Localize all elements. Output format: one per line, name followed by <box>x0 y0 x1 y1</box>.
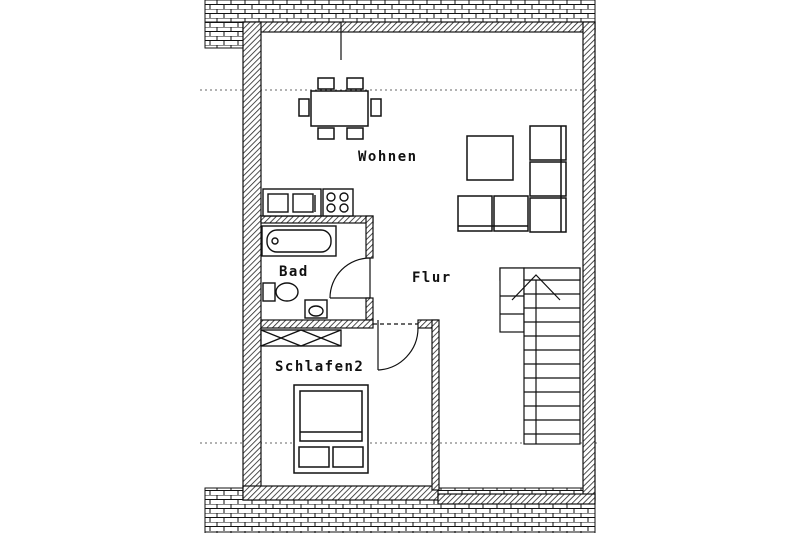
room-label-flur: Flur <box>412 270 452 286</box>
stove-icon <box>322 188 354 217</box>
room-label-wohnen: Wohnen <box>358 149 418 165</box>
staircase-icon <box>499 267 581 445</box>
dining-table-icon <box>298 77 382 140</box>
toilet-icon <box>262 282 299 302</box>
room-label-bad: Bad <box>279 264 309 280</box>
room-label-schlafen2: Schlafen2 <box>275 359 365 375</box>
guide-lines <box>200 89 600 444</box>
outer-walls <box>242 21 596 505</box>
door-swing-icon <box>329 257 419 371</box>
sofa-icon <box>457 125 567 233</box>
roof-tiles <box>204 0 596 533</box>
washbasin-icon <box>304 299 328 319</box>
kitchen-sink-icon <box>262 188 322 217</box>
bed-icon <box>293 384 369 474</box>
coffee-table-icon <box>466 135 514 181</box>
bathtub-icon <box>261 225 337 257</box>
wardrobe-icon <box>260 329 342 347</box>
